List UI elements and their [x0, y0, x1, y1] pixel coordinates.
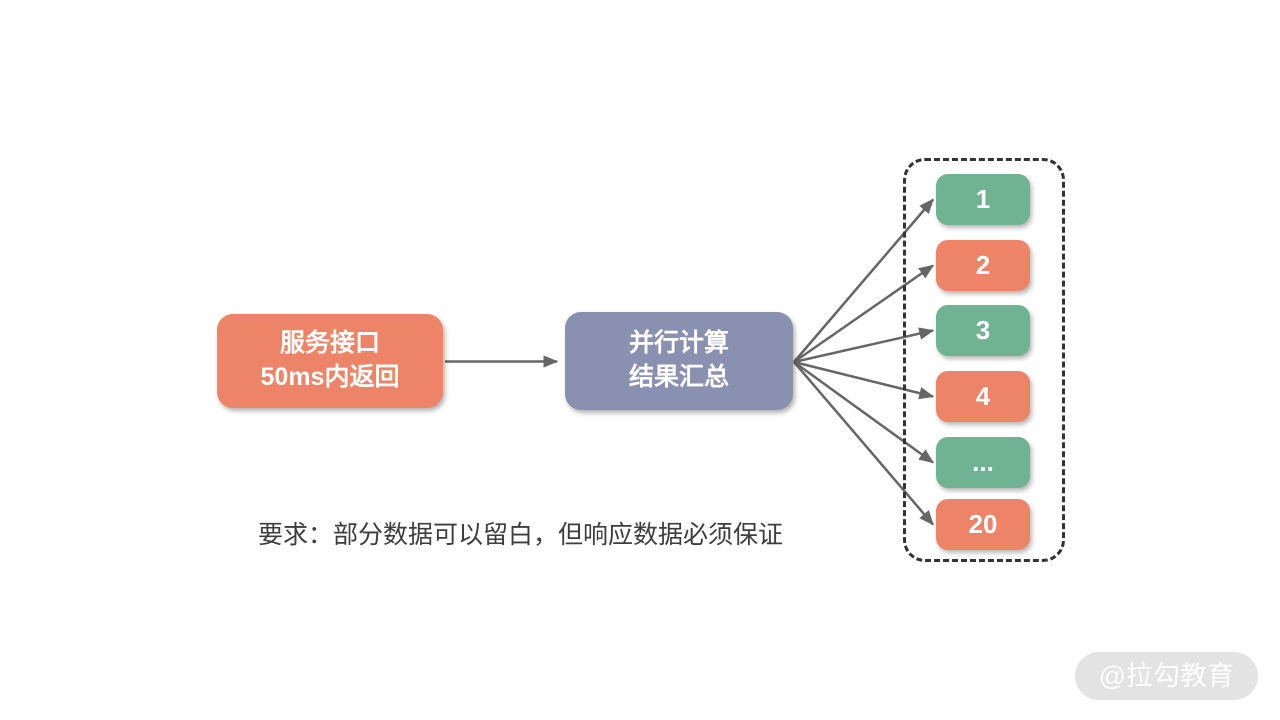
target-node: 2: [936, 240, 1030, 291]
aggregator-node-line2: 结果汇总: [628, 363, 729, 391]
watermark-label: @拉勾教育: [1098, 660, 1234, 691]
source-node-line2: 50ms内返回: [260, 363, 400, 391]
watermark-badge: @拉勾教育: [1074, 651, 1258, 700]
target-node: 4: [936, 371, 1030, 422]
aggregator-node-line1: 并行计算: [628, 329, 729, 358]
target-node: 3: [936, 305, 1030, 356]
aggregator-node: 并行计算 结果汇总: [565, 312, 793, 410]
target-node: ...: [936, 437, 1030, 488]
source-node-line1: 服务接口: [279, 329, 380, 358]
targets-container: [903, 158, 1065, 562]
source-node: 服务接口 50ms内返回: [217, 314, 443, 408]
target-node: 1: [936, 174, 1030, 225]
target-node: 20: [936, 499, 1030, 550]
caption-text: 要求：部分数据可以留白，但响应数据必须保证: [258, 521, 784, 549]
